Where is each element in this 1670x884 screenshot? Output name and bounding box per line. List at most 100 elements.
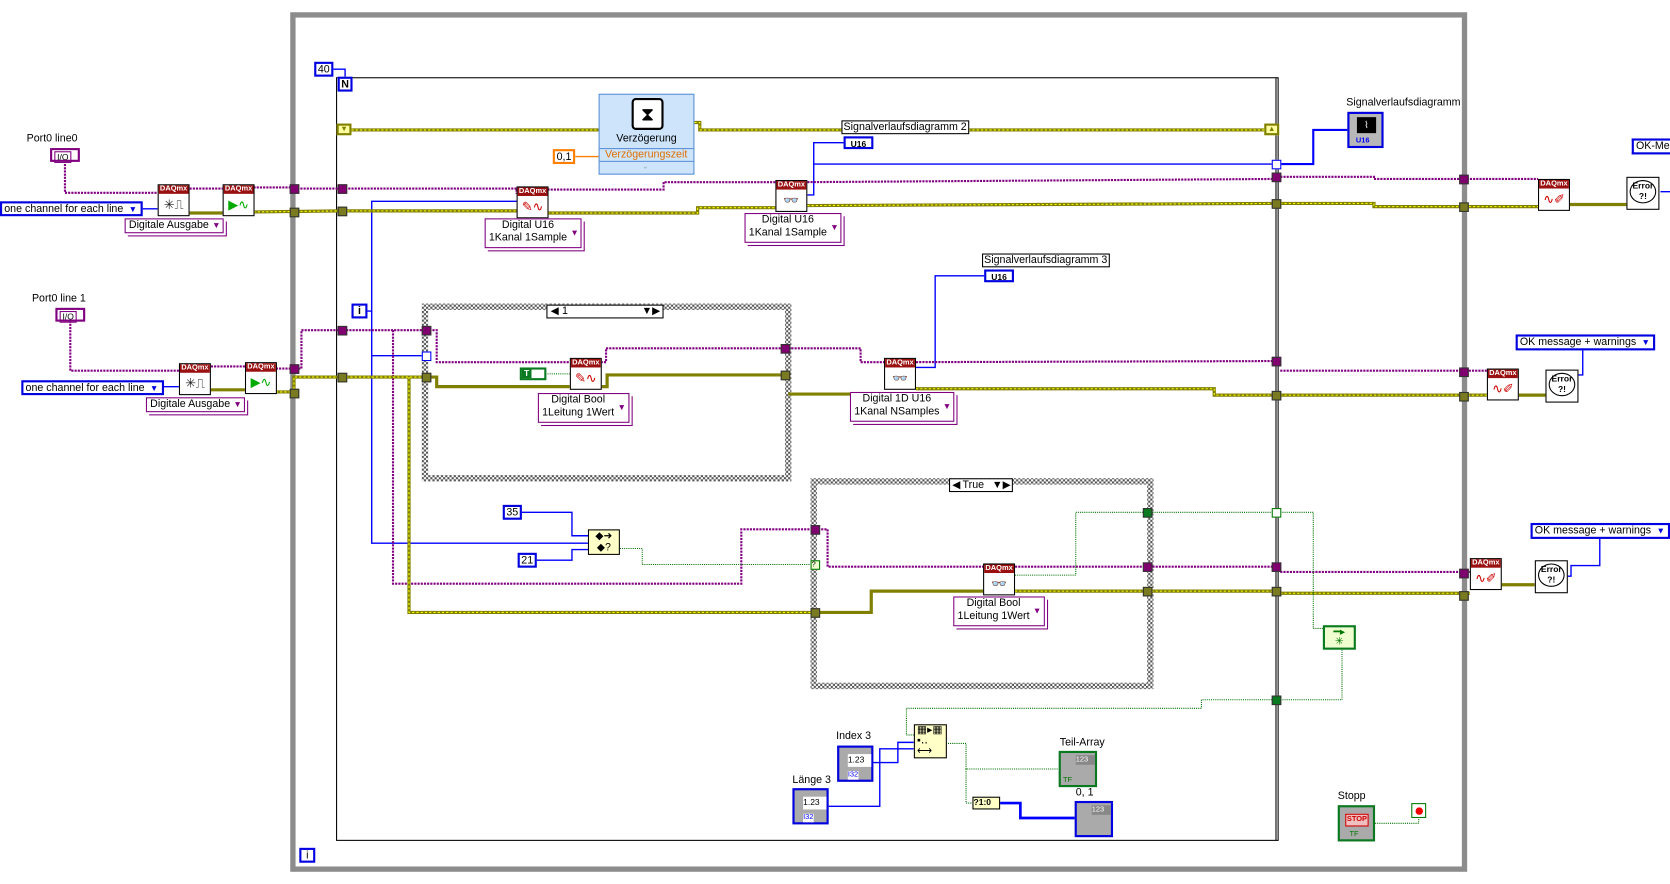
lower-limit-constant[interactable]: 21 bbox=[517, 552, 537, 568]
line-grouping-enum-1[interactable]: one channel for each line▼ bbox=[0, 201, 143, 217]
for-loop-frame[interactable] bbox=[336, 77, 1279, 841]
daqmx-create-channel-1[interactable]: DAQmx✳⎍ bbox=[157, 184, 190, 217]
while-loop-frame[interactable] bbox=[290, 12, 1468, 872]
daqmx-start-task-1[interactable]: DAQmx▶∿ bbox=[222, 184, 255, 217]
tunnel[interactable] bbox=[289, 184, 300, 194]
tunnel[interactable] bbox=[1271, 562, 1282, 572]
dialog-type-enum-2[interactable]: OK message + warnings▼ bbox=[1515, 334, 1656, 351]
dialog-type-enum-3[interactable]: OK message + warnings▼ bbox=[1530, 522, 1670, 539]
tunnel[interactable] bbox=[1271, 695, 1282, 706]
tunnel[interactable] bbox=[1459, 367, 1469, 378]
case2-selector[interactable]: ◀True▼▶ bbox=[949, 478, 1013, 493]
error-handler-2[interactable]: Error?! bbox=[1545, 369, 1579, 403]
loop-count-constant[interactable]: 40 bbox=[314, 61, 334, 77]
daqmx-read-2[interactable]: DAQmx👓 bbox=[884, 357, 916, 390]
tunnel[interactable] bbox=[1459, 174, 1469, 185]
channel-type-ring-1[interactable]: Digitale Ausgabe▼ bbox=[124, 218, 224, 234]
prev-case-icon[interactable]: ◀ bbox=[550, 305, 559, 318]
tunnel[interactable] bbox=[1459, 591, 1469, 601]
tunnel[interactable] bbox=[780, 370, 791, 381]
loop-condition-terminal[interactable] bbox=[1411, 803, 1427, 818]
wait-express-vi[interactable]: ⧗ Verzögerung Verzögerungszeit ⌄ bbox=[598, 93, 695, 175]
tunnel[interactable] bbox=[337, 372, 348, 383]
error-handler-3[interactable]: Error?! bbox=[1534, 560, 1568, 594]
build-array-node[interactable]: ━▸✳ bbox=[1322, 625, 1356, 650]
tunnel[interactable] bbox=[421, 372, 432, 383]
chart3-label: Signalverlaufsdiagramm 3 bbox=[982, 253, 1110, 268]
tunnel[interactable] bbox=[421, 325, 432, 336]
tunnel[interactable] bbox=[810, 525, 821, 535]
chart3-terminal[interactable]: U16 bbox=[984, 269, 1014, 283]
daqmx-read-1[interactable]: DAQmx👓 bbox=[775, 180, 808, 212]
channel-type-ring-2[interactable]: Digitale Ausgabe▼ bbox=[145, 397, 246, 413]
line-grouping-enum-2[interactable]: one channel for each line▼ bbox=[21, 380, 164, 396]
tunnel[interactable] bbox=[1271, 199, 1282, 209]
indexing-tunnel[interactable] bbox=[1271, 159, 1282, 170]
dialog-type-enum-1[interactable]: OK-Mel bbox=[1631, 138, 1670, 155]
tunnel[interactable] bbox=[810, 608, 821, 618]
tunnel[interactable] bbox=[1459, 568, 1469, 579]
tunnel[interactable] bbox=[1142, 508, 1153, 518]
daqmx-read-3[interactable]: DAQmx👓 bbox=[983, 563, 1016, 596]
wait-time-constant[interactable]: 0,1 bbox=[552, 149, 576, 165]
expand-chevron-icon[interactable]: ⌄ bbox=[642, 162, 649, 171]
tunnel[interactable] bbox=[1271, 586, 1282, 597]
true-constant[interactable]: T bbox=[519, 367, 547, 381]
daqmx-write-2[interactable]: DAQmx✎∿ bbox=[569, 357, 602, 390]
case2-selector-terminal[interactable]: ? bbox=[810, 560, 821, 570]
prev-case-icon[interactable]: ◀ bbox=[952, 479, 961, 492]
in-range-and-coerce-node[interactable]: ◆➜◆? bbox=[587, 529, 620, 555]
tunnel[interactable] bbox=[1271, 356, 1282, 367]
tunnel[interactable] bbox=[1271, 172, 1282, 183]
io-constant-line1[interactable]: I/O bbox=[55, 307, 86, 323]
daqmx-clear-task-2[interactable]: DAQmx∿✐ bbox=[1486, 368, 1519, 401]
tunnel[interactable] bbox=[1459, 391, 1469, 402]
error-handler-1[interactable]: Error?! bbox=[1626, 176, 1660, 210]
case1-selector[interactable]: ◀1▼▶ bbox=[546, 304, 664, 319]
selector-line2: 1Leitung 1Wert bbox=[542, 406, 615, 419]
daqmx-write-1[interactable]: DAQmx✎∿ bbox=[516, 186, 549, 219]
daqmx-clear-task-1[interactable]: DAQmx∿✐ bbox=[1538, 178, 1570, 211]
tunnel[interactable] bbox=[337, 184, 348, 194]
shift-register-left-icon[interactable]: ▼ bbox=[336, 123, 352, 136]
daqmx-clear-task-3[interactable]: DAQmx∿✐ bbox=[1469, 558, 1502, 591]
selector-line1: Digital Bool bbox=[966, 597, 1021, 610]
chart1-terminal[interactable]: ⌇ U16 bbox=[1347, 111, 1384, 149]
wait-time-input[interactable]: Verzögerungszeit bbox=[599, 148, 694, 162]
conv-indicator[interactable]: 123 bbox=[1074, 800, 1114, 838]
shift-register-right-icon[interactable]: ▲ bbox=[1264, 123, 1280, 136]
next-case-icon[interactable]: ▼▶ bbox=[992, 479, 1011, 492]
tunnel[interactable] bbox=[337, 206, 348, 217]
array-subset-node[interactable]: ▦▸▦▪‥⟷ bbox=[913, 724, 947, 759]
case-selector-terminal[interactable] bbox=[421, 351, 432, 362]
indexing-tunnel[interactable] bbox=[1271, 508, 1282, 518]
io-constant-line0[interactable]: I/O bbox=[50, 148, 80, 163]
tunnel[interactable] bbox=[289, 364, 300, 374]
bool-to-int-node[interactable]: ?1:0 bbox=[972, 796, 1001, 810]
chart2-label: Signalverlaufsdiagramm 2 bbox=[841, 120, 969, 135]
port0-line1-label: Port0 line 1 bbox=[31, 292, 86, 305]
tunnel[interactable] bbox=[780, 344, 791, 354]
next-case-icon[interactable]: ▼▶ bbox=[641, 305, 661, 318]
daqmx-start-task-2[interactable]: DAQmx▶∿ bbox=[244, 362, 277, 395]
daqmx-create-channel-2[interactable]: DAQmx✳⎍ bbox=[178, 363, 211, 396]
tunnel[interactable] bbox=[289, 388, 300, 399]
enum-value: one channel for each line bbox=[25, 382, 145, 395]
tunnel[interactable] bbox=[337, 325, 348, 336]
chart2-terminal[interactable]: U16 bbox=[843, 136, 874, 150]
tunnel[interactable] bbox=[289, 207, 300, 218]
upper-limit-constant[interactable]: 35 bbox=[502, 504, 522, 520]
tunnel[interactable] bbox=[1142, 586, 1153, 597]
tunnel[interactable] bbox=[1459, 202, 1469, 212]
tunnel[interactable] bbox=[1271, 390, 1282, 401]
tunnel[interactable] bbox=[1142, 562, 1153, 572]
